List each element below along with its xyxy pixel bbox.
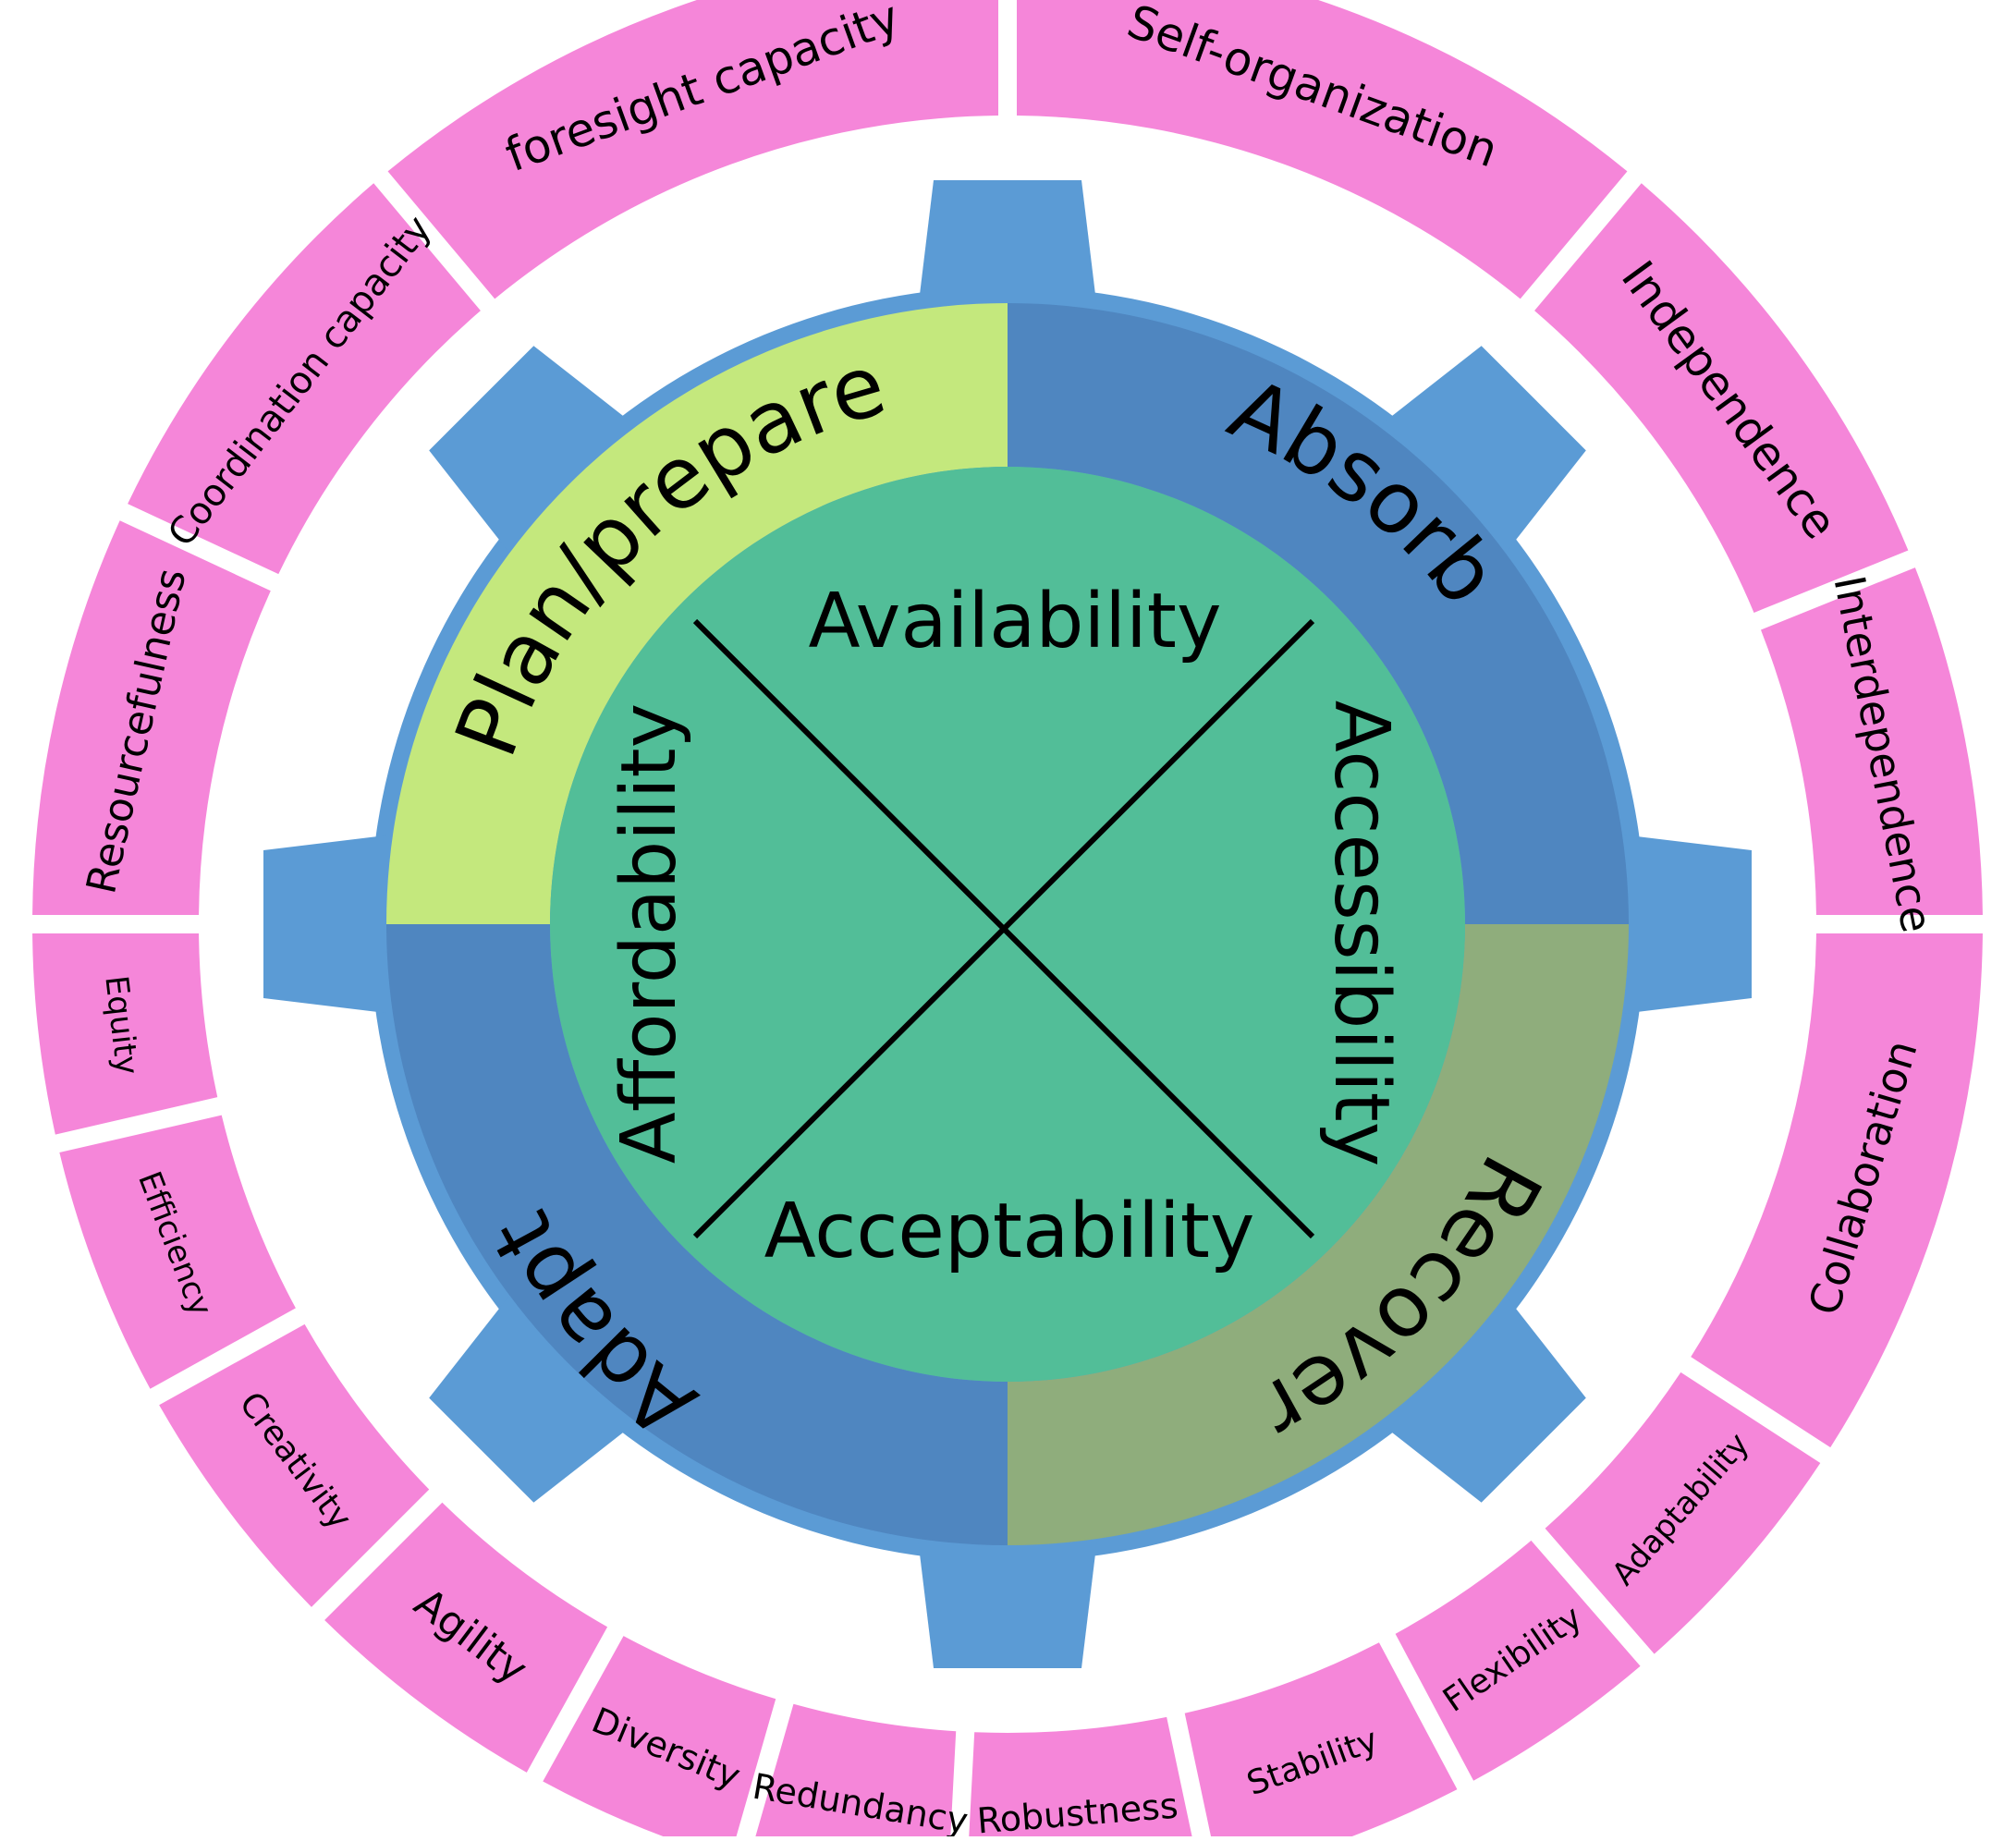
outer-segment-stability: [1184, 1642, 1458, 1841]
core-label-accessibility: Accessibility: [1317, 701, 1405, 1167]
outer-segment-coordination-capacity: [128, 183, 481, 575]
core-label-availability: Availability: [809, 578, 1222, 665]
gear-tooth: [429, 1276, 655, 1503]
outer-segment-collaboration: [1691, 933, 1983, 1448]
gear-tooth: [263, 832, 416, 1017]
outer-segment-adaptability: [1545, 1372, 1821, 1654]
outer-segment-agility: [324, 1502, 608, 1773]
core-label-acceptability: Acceptability: [764, 1188, 1255, 1275]
outer-segment-redundancy: [753, 1703, 957, 1841]
outer-segment-creativity: [159, 1323, 430, 1607]
phase-segment-adapt: [386, 924, 1008, 1545]
gear-tooth: [1360, 346, 1586, 572]
gear-tooth: [1599, 832, 1752, 1017]
outer-segment-flexibility: [1395, 1540, 1641, 1781]
outer-segment-interdependence: [1760, 567, 1983, 916]
phase-segment-recover: [1008, 924, 1629, 1545]
outer-segment-independence: [1534, 183, 1909, 613]
outer-segment-self-organization: [1017, 0, 1628, 299]
phase-segment-absorb: [1008, 303, 1629, 924]
core-divider-2: [692, 618, 1315, 1239]
gear-tooth: [915, 1516, 1100, 1668]
phase-segment-plan-prepare: [386, 303, 1008, 924]
core-label-affordability: Affordability: [605, 703, 693, 1164]
gear-tooth: [429, 346, 655, 572]
outer-segment-foresight-capacity: [387, 0, 998, 299]
phase-ring: [386, 303, 1629, 1545]
outer-segment-robustness: [969, 1716, 1193, 1841]
outer-segment-equity: [32, 933, 218, 1135]
gear-tooth: [1360, 1276, 1586, 1503]
outer-segment-resourcefulness: [32, 520, 271, 916]
outer-segment-diversity: [543, 1636, 776, 1841]
gear-tooth: [915, 180, 1100, 333]
outer-segment-efficiency: [59, 1115, 296, 1389]
